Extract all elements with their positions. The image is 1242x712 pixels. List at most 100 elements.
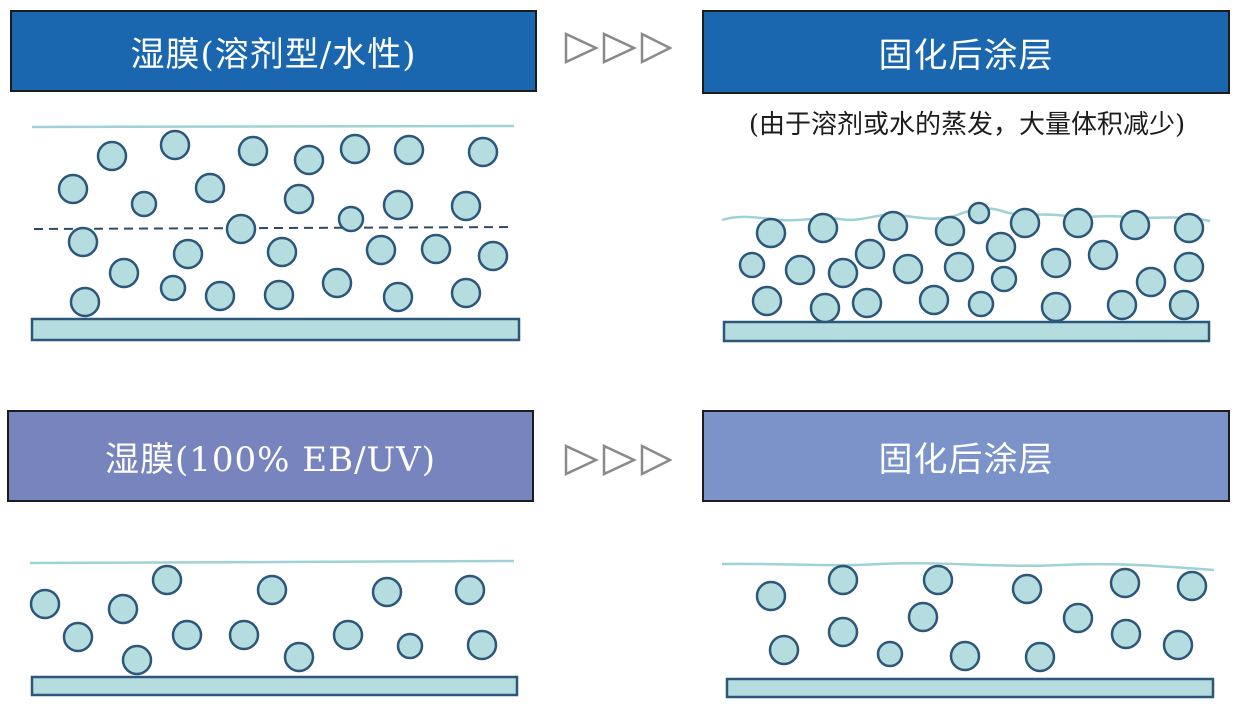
wet-film-eb-uv-title: 湿膜(100% EB/UV)	[104, 439, 436, 480]
particle	[877, 210, 909, 242]
particle	[1087, 239, 1119, 271]
particle	[256, 574, 288, 606]
wet-surface-line	[29, 559, 515, 565]
particle	[172, 238, 204, 270]
particle	[228, 619, 260, 651]
wet-film-solvent-panel	[30, 124, 521, 342]
cured-coating-header-bottom: 固化后涂层	[702, 410, 1230, 502]
particle	[1119, 209, 1151, 241]
particle	[1009, 207, 1041, 239]
particle	[477, 240, 509, 272]
particle	[450, 277, 482, 309]
particle	[985, 231, 1017, 263]
particle	[738, 251, 766, 279]
particle	[67, 226, 99, 258]
particle	[876, 640, 904, 668]
particle	[339, 133, 371, 165]
particle	[827, 564, 859, 596]
particle	[1173, 212, 1205, 244]
evaporation-caption: (由于溶剂或水的蒸发，大量体积减少)	[748, 110, 1186, 140]
particle	[454, 574, 486, 606]
particle	[854, 238, 886, 270]
particle	[194, 172, 226, 204]
cured-coating-header-top: 固化后涂层	[702, 10, 1230, 94]
particle	[420, 233, 452, 265]
particle	[934, 215, 966, 247]
substrate	[722, 320, 1211, 343]
particle	[321, 267, 353, 299]
particle	[827, 616, 859, 648]
particle	[382, 189, 414, 221]
particle	[922, 564, 954, 596]
particle	[949, 640, 981, 672]
particle	[1011, 573, 1043, 605]
particle	[237, 135, 269, 167]
particle	[827, 257, 859, 289]
particle	[1162, 629, 1194, 661]
particle	[151, 564, 183, 596]
particle	[57, 173, 89, 205]
particle	[809, 292, 841, 324]
particle	[784, 254, 816, 286]
particle	[396, 632, 424, 660]
particle	[159, 274, 187, 302]
particle	[171, 619, 203, 651]
particle-group	[29, 564, 498, 676]
particle	[69, 286, 101, 318]
particle	[121, 644, 153, 676]
particle	[96, 140, 128, 172]
particle	[466, 629, 498, 661]
particle	[1024, 641, 1056, 673]
particle	[967, 201, 991, 225]
particle-group	[738, 201, 1205, 324]
particle	[1062, 207, 1094, 239]
particle	[892, 253, 924, 285]
particle	[1106, 289, 1138, 321]
particle	[225, 213, 257, 245]
particle	[1062, 602, 1094, 634]
wet-film-solvent-water-header: 湿膜(溶剂型/水性)	[10, 10, 537, 92]
particle	[755, 217, 787, 249]
particle	[382, 281, 414, 313]
particle	[1040, 291, 1072, 323]
particle	[1110, 618, 1142, 650]
particle	[1168, 289, 1200, 321]
particle	[283, 641, 315, 673]
particle	[283, 183, 315, 215]
particle	[108, 257, 140, 289]
particle	[851, 287, 883, 319]
wet-surface-line	[31, 124, 515, 129]
cured-coating-panel-bottom	[721, 562, 1215, 699]
particle	[1173, 251, 1205, 283]
particle	[907, 601, 939, 633]
particle	[266, 236, 298, 268]
particle	[967, 290, 995, 318]
particle	[807, 212, 839, 244]
cured-coating-title-bottom: 固化后涂层	[878, 439, 1054, 480]
wet-film-eb-uv-header: 湿膜(100% EB/UV)	[7, 410, 534, 502]
particle	[371, 576, 403, 608]
particle	[107, 593, 139, 625]
particle	[293, 144, 325, 176]
particle	[768, 634, 800, 666]
particle	[337, 205, 365, 233]
particle	[204, 280, 236, 312]
wet-film-solvent-water-title: 湿膜(溶剂型/水性)	[130, 34, 417, 75]
substrate	[30, 317, 521, 342]
particle	[29, 588, 61, 620]
particle	[393, 134, 425, 166]
particle	[990, 265, 1018, 293]
cured-coating-title-top: 固化后涂层	[878, 35, 1054, 76]
particle	[365, 234, 397, 266]
cured-surface-line	[721, 562, 1215, 572]
cured-surface-line	[721, 207, 1211, 223]
process-arrows-icon-top	[564, 31, 672, 65]
process-arrows-icon-bottom	[564, 443, 672, 477]
particle	[159, 129, 191, 161]
particle	[751, 285, 783, 317]
particle	[943, 251, 975, 283]
particle	[450, 190, 482, 222]
wet-film-eb-uv-panel	[29, 559, 519, 697]
particle-group	[57, 129, 509, 318]
